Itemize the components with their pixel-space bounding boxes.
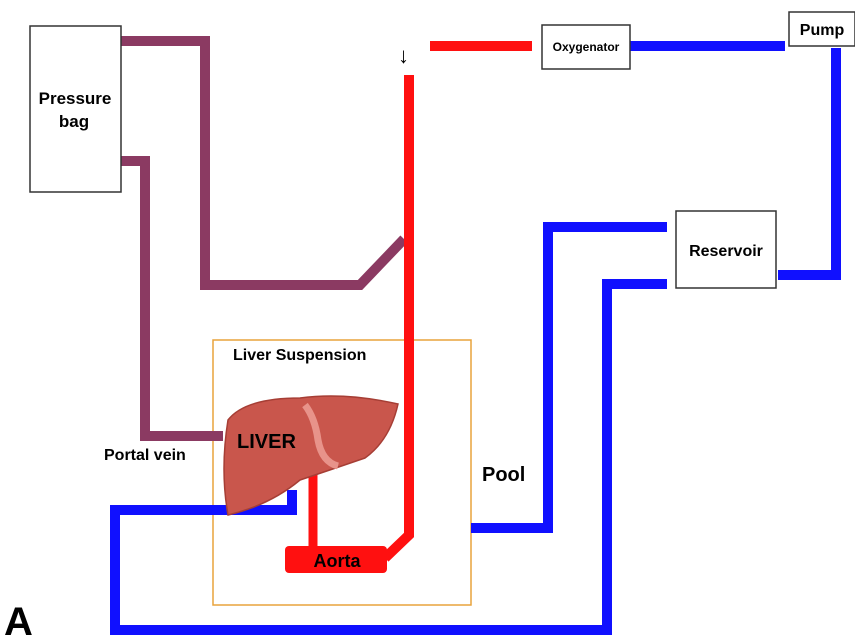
reservoir-box — [675, 210, 777, 289]
oxygenator-label: Oxygenator — [553, 40, 620, 54]
aorta-shape — [285, 546, 387, 573]
liver-ligament — [302, 402, 340, 470]
purple-tube-upper — [121, 36, 408, 290]
panel-letter: A — [4, 600, 33, 638]
reservoir-label: Reservoir — [689, 243, 763, 260]
liver-suspension-label: Liver Suspension — [233, 347, 366, 364]
liver-label: LIVER — [237, 431, 296, 453]
pump-box — [788, 11, 855, 47]
flow-direction-arrow: ↓ — [398, 43, 409, 68]
liver-shape — [223, 395, 399, 516]
liver-suspension-box — [212, 339, 472, 606]
purple-tube-portal — [121, 156, 223, 441]
red-tube-down-to-aorta — [381, 75, 414, 562]
pressure-bag-label-line2: bag — [59, 112, 89, 131]
blue-tube-reservoir-to-pump — [778, 48, 841, 280]
portal-vein-label: Portal vein — [104, 447, 186, 464]
pool-label: Pool — [482, 464, 525, 486]
pump-label: Pump — [800, 22, 845, 39]
pressure-bag-box — [29, 25, 122, 193]
blue-tube-pool-to-reservoir — [471, 222, 667, 533]
blue-tube-liver-to-reservoir — [110, 279, 667, 635]
oxygenator-box — [541, 24, 631, 70]
pressure-bag-label-line1: Pressure — [39, 89, 112, 108]
aorta-label: Aorta — [313, 551, 361, 571]
